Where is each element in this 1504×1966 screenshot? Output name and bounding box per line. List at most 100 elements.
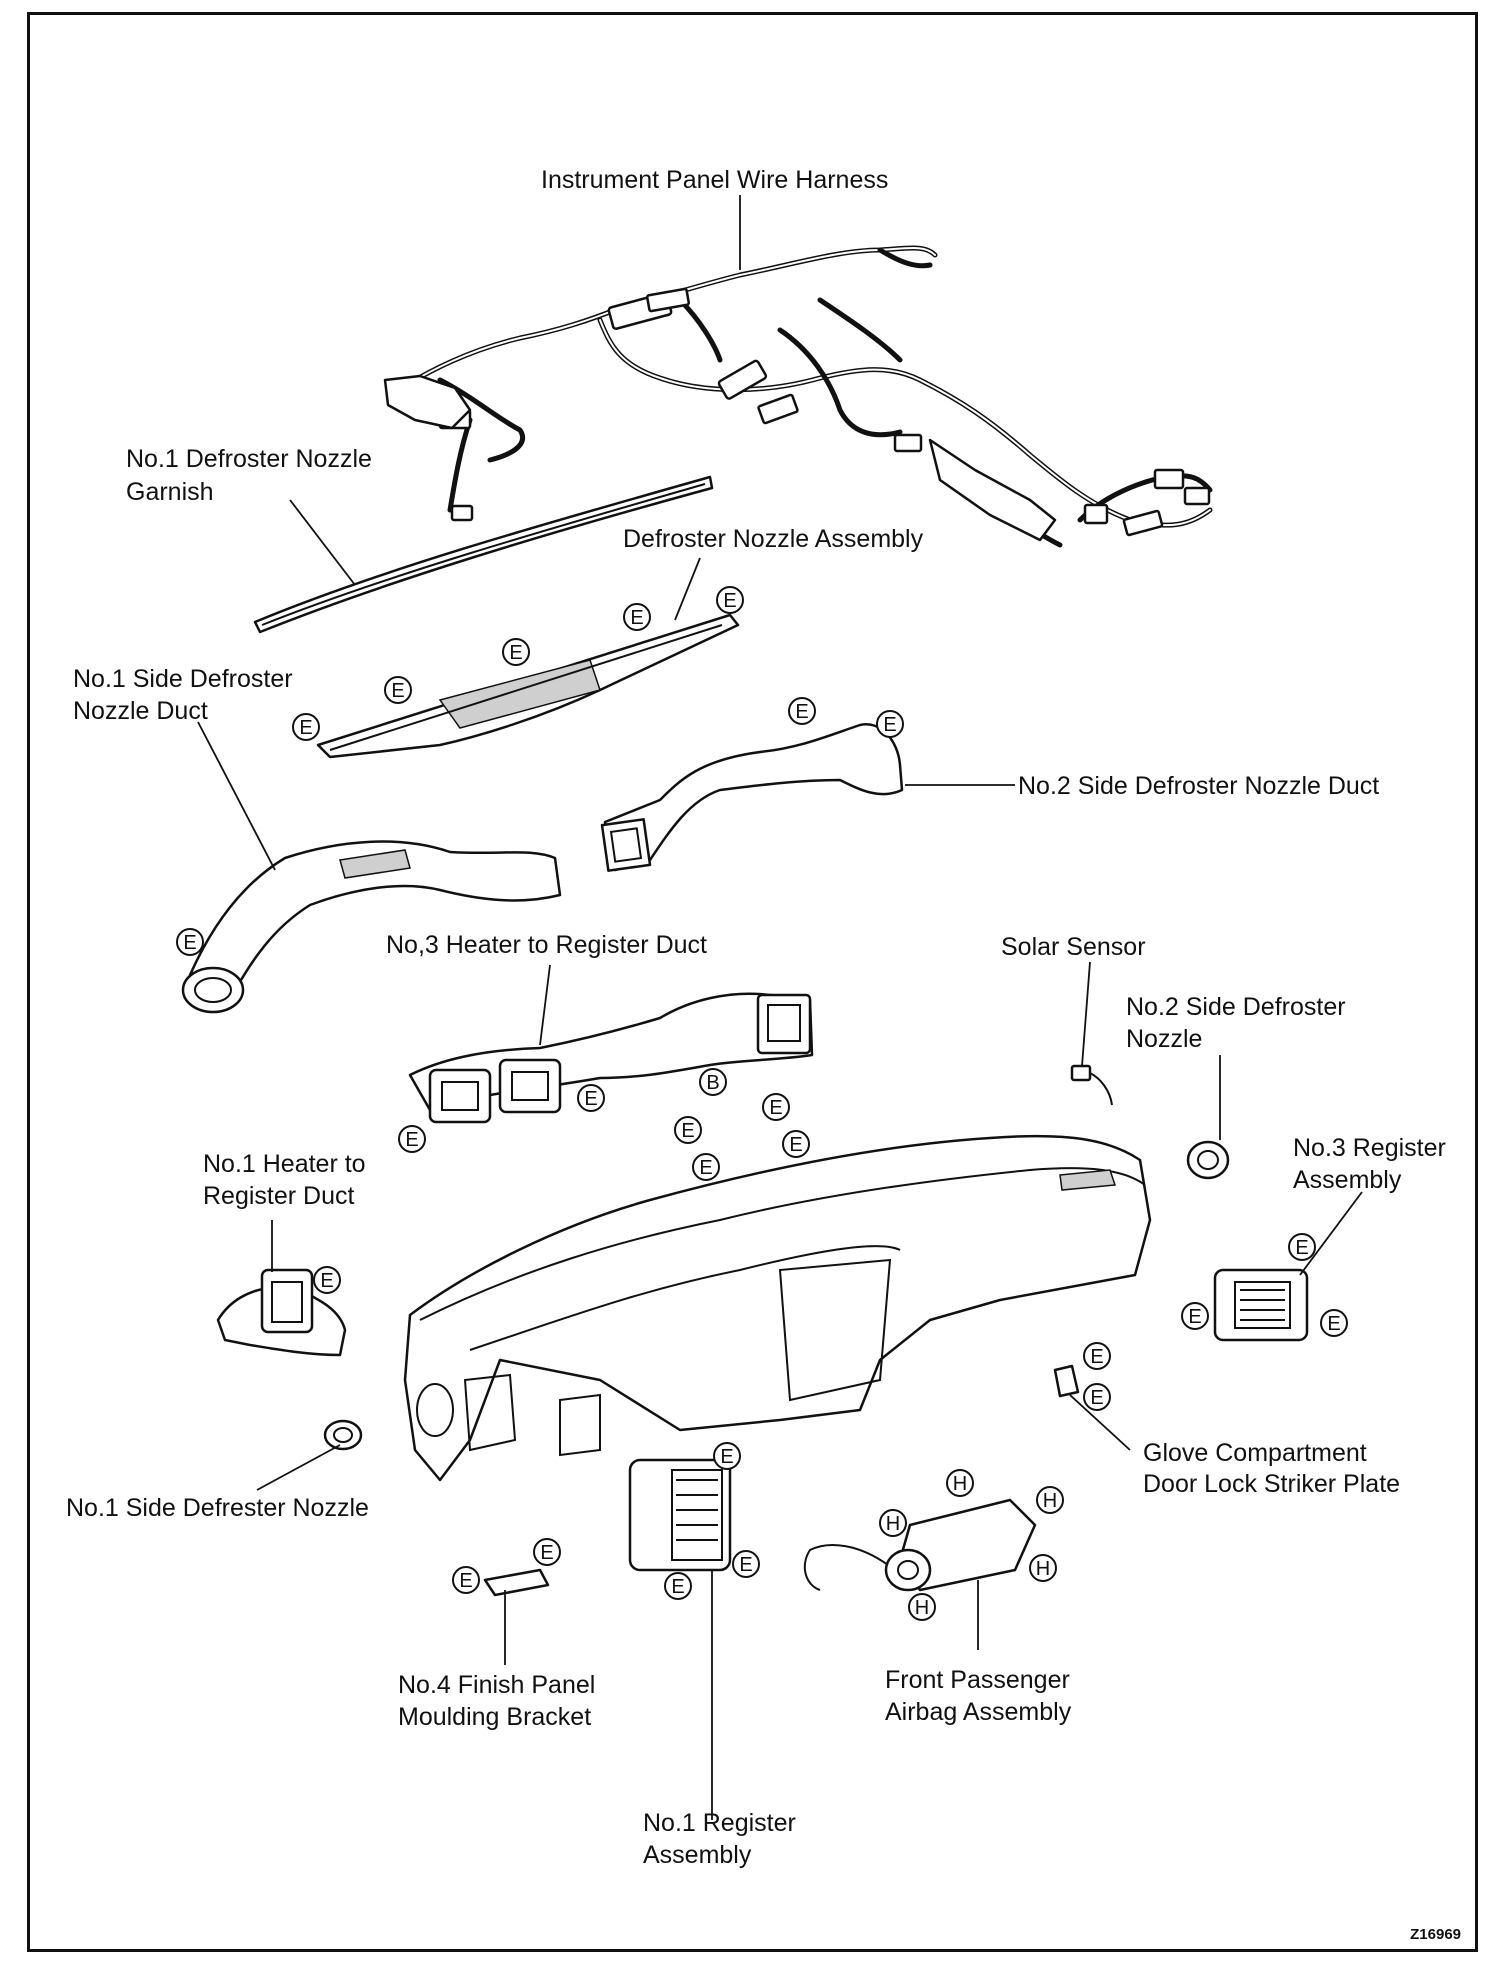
- label-glove-striker-line2: Door Lock Striker Plate: [1143, 1470, 1400, 1498]
- wire-harness-drawing: [383, 245, 1213, 548]
- fastener-mark-e: E: [623, 603, 651, 631]
- register-assembly-1-drawing: [628, 1458, 732, 1572]
- glove-striker-plate-drawing: [1053, 1364, 1080, 1398]
- svg-text:E: E: [1188, 1306, 1201, 1328]
- label-side-defroster-nozzle-2-line1: No.2 Side Defroster: [1126, 993, 1346, 1021]
- fastener-mark-e: E: [502, 638, 530, 666]
- fastener-mark-e: E: [1083, 1342, 1111, 1370]
- label-side-defroster-duct-1-line2: Nozzle Duct: [73, 697, 208, 725]
- label-glove-striker-line1: Glove Compartment: [1143, 1439, 1367, 1467]
- fastener-mark-h: H: [879, 1509, 907, 1537]
- label-wire-harness: Instrument Panel Wire Harness: [541, 166, 888, 194]
- fastener-mark-h: H: [1036, 1486, 1064, 1514]
- fastener-marks: E E E E E E E E B E E E E E E E E E E E …: [176, 586, 1348, 1621]
- fastener-mark-e: E: [692, 1153, 720, 1181]
- fastener-mark-e: E: [674, 1116, 702, 1144]
- label-register-assembly-3-line1: No.3 Register: [1293, 1134, 1446, 1162]
- heater-register-duct-1-drawing: [216, 1268, 347, 1357]
- part-labels: Instrument Panel Wire Harness No.1 Defro…: [66, 166, 1446, 1869]
- side-defroster-duct-2-drawing: [600, 722, 904, 872]
- label-airbag-line1: Front Passenger: [885, 1666, 1070, 1694]
- fastener-mark-h: H: [1029, 1554, 1057, 1582]
- svg-text:E: E: [1295, 1237, 1308, 1259]
- svg-text:H: H: [915, 1597, 929, 1619]
- label-defroster-garnish-line2: Garnish: [126, 478, 214, 506]
- fastener-mark-e: E: [762, 1093, 790, 1121]
- label-finish-panel-bracket-line2: Moulding Bracket: [398, 1703, 591, 1731]
- svg-text:E: E: [183, 932, 196, 954]
- side-defroster-nozzle-2-drawing: [1186, 1140, 1230, 1180]
- fastener-mark-e: E: [664, 1572, 692, 1600]
- label-solar-sensor: Solar Sensor: [1001, 933, 1146, 961]
- label-register-assembly-1-line2: Assembly: [643, 1841, 752, 1869]
- instrument-panel-drawing: [403, 1134, 1152, 1482]
- fastener-mark-e: E: [716, 586, 744, 614]
- defroster-nozzle-assembly-drawing: [316, 613, 740, 759]
- svg-text:H: H: [1043, 1490, 1057, 1512]
- fastener-mark-e: E: [1320, 1309, 1348, 1337]
- solar-sensor-drawing: [1070, 1064, 1113, 1106]
- defroster-nozzle-garnish-drawing: [253, 475, 714, 634]
- fastener-mark-e: E: [1083, 1383, 1111, 1411]
- label-side-defroster-nozzle-2-line2: Nozzle: [1126, 1025, 1202, 1053]
- label-defroster-nozzle-assembly: Defroster Nozzle Assembly: [623, 525, 924, 553]
- svg-text:H: H: [886, 1513, 900, 1535]
- fastener-mark-e: E: [732, 1550, 760, 1578]
- svg-text:E: E: [795, 701, 808, 723]
- register-assembly-3-drawing: [1213, 1268, 1309, 1342]
- svg-text:E: E: [540, 1542, 553, 1564]
- label-finish-panel-bracket-line1: No.4 Finish Panel: [398, 1671, 595, 1699]
- svg-text:E: E: [320, 1270, 333, 1292]
- label-register-assembly-1-line1: No.1 Register: [643, 1809, 796, 1837]
- fastener-mark-e: E: [788, 697, 816, 725]
- fastener-mark-e: E: [292, 713, 320, 741]
- fastener-mark-e: E: [713, 1442, 741, 1470]
- svg-text:E: E: [723, 590, 736, 612]
- fastener-mark-e: E: [313, 1266, 341, 1294]
- svg-text:E: E: [391, 680, 404, 702]
- side-defroster-duct-1-drawing: [181, 840, 562, 1014]
- fastener-mark-b: B: [699, 1068, 727, 1096]
- figure-id: Z16969: [1410, 1926, 1461, 1943]
- svg-text:E: E: [1327, 1313, 1340, 1335]
- label-side-defroster-duct-2: No.2 Side Defroster Nozzle Duct: [1018, 772, 1379, 800]
- label-register-assembly-3-line2: Assembly: [1293, 1166, 1402, 1194]
- svg-text:E: E: [720, 1446, 733, 1468]
- svg-text:E: E: [630, 607, 643, 629]
- svg-text:H: H: [953, 1473, 967, 1495]
- label-heater-register-duct-1-line1: No.1 Heater to: [203, 1150, 366, 1178]
- fastener-mark-e: E: [1288, 1233, 1316, 1261]
- label-defroster-garnish-line1: No.1 Defroster Nozzle: [126, 445, 372, 473]
- fastener-mark-e: E: [782, 1130, 810, 1158]
- svg-text:B: B: [706, 1072, 719, 1094]
- fastener-mark-e: E: [384, 676, 412, 704]
- fastener-mark-e: E: [533, 1538, 561, 1566]
- svg-text:E: E: [1090, 1387, 1103, 1409]
- fastener-mark-e: E: [1181, 1302, 1209, 1330]
- leader-lines: [197, 195, 1363, 1820]
- fastener-mark-e: E: [876, 710, 904, 738]
- svg-text:E: E: [459, 1570, 472, 1592]
- heater-register-duct-3-drawing: [408, 992, 814, 1124]
- label-airbag-line2: Airbag Assembly: [885, 1698, 1072, 1726]
- airbag-assembly-drawing: [803, 1498, 1037, 1592]
- label-side-defroster-duct-1-line1: No.1 Side Defroster: [73, 665, 293, 693]
- svg-text:E: E: [789, 1134, 802, 1156]
- fastener-mark-e: E: [398, 1125, 426, 1153]
- fastener-mark-h: H: [908, 1593, 936, 1621]
- svg-text:E: E: [1090, 1346, 1103, 1368]
- svg-text:E: E: [671, 1576, 684, 1598]
- svg-text:E: E: [405, 1129, 418, 1151]
- label-heater-register-duct-3: No,3 Heater to Register Duct: [386, 931, 707, 959]
- diagram-frame: [27, 12, 1478, 1952]
- svg-text:E: E: [681, 1120, 694, 1142]
- fastener-mark-e: E: [452, 1566, 480, 1594]
- svg-text:H: H: [1036, 1558, 1050, 1580]
- svg-text:E: E: [769, 1097, 782, 1119]
- svg-text:E: E: [739, 1554, 752, 1576]
- svg-text:E: E: [299, 717, 312, 739]
- fastener-mark-e: E: [577, 1084, 605, 1112]
- svg-text:E: E: [584, 1088, 597, 1110]
- fastener-mark-h: H: [946, 1469, 974, 1497]
